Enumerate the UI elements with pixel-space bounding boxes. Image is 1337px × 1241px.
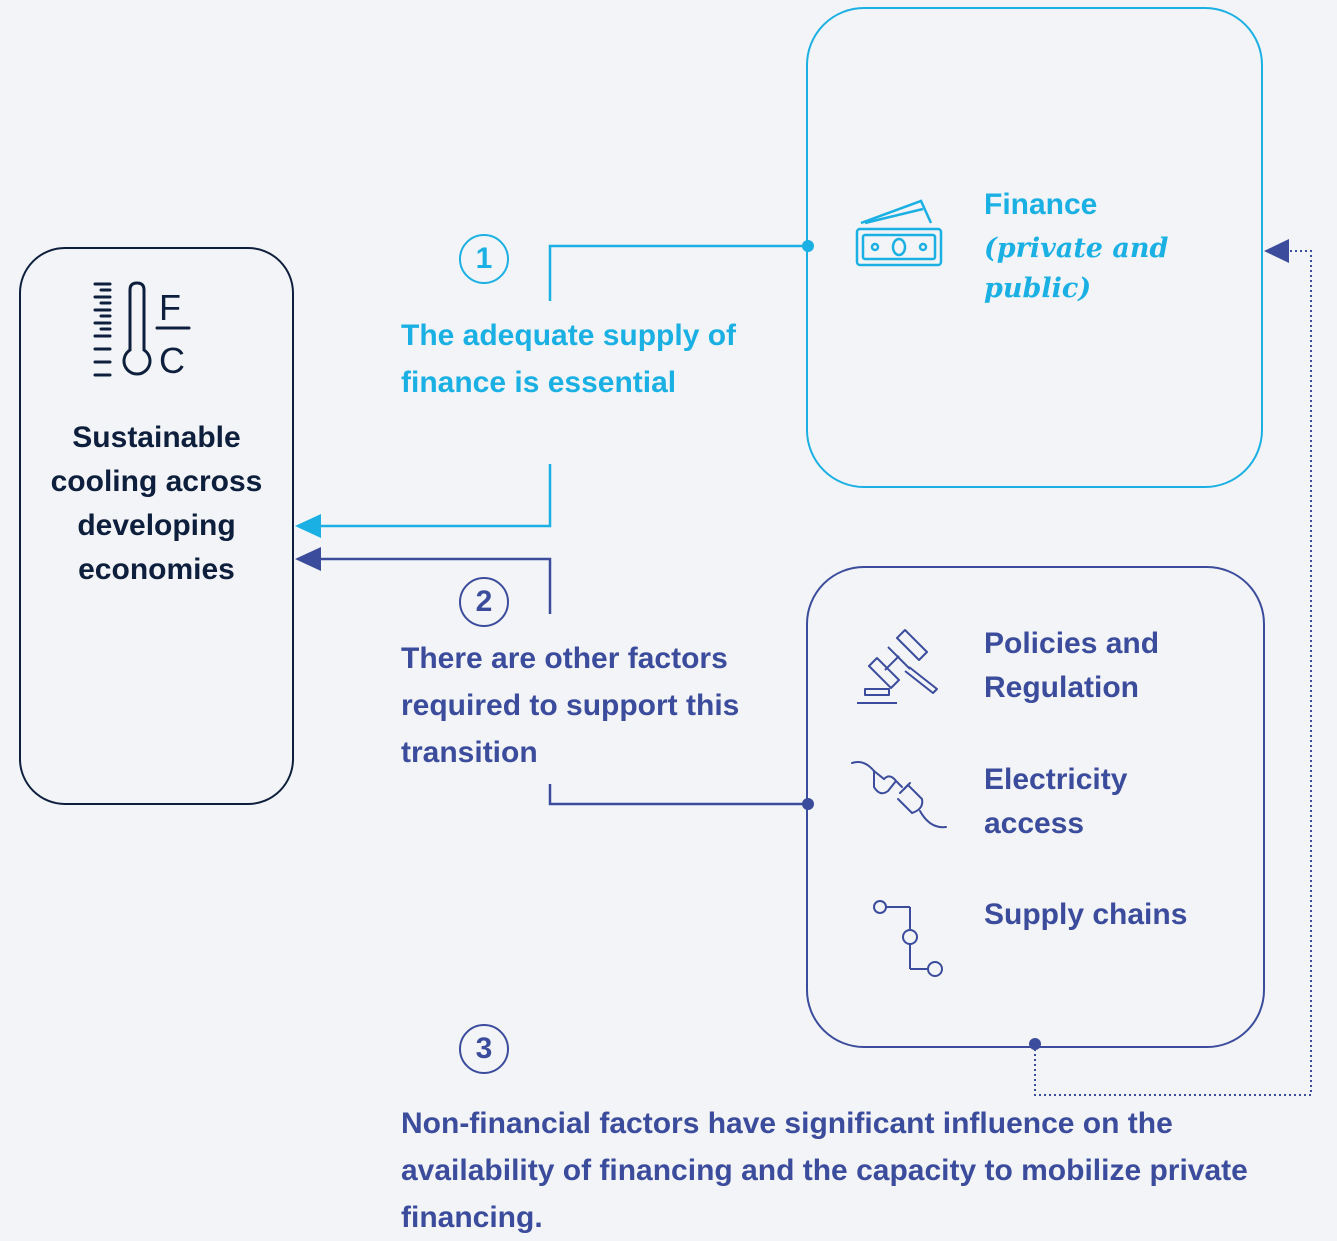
finance-subtitle: (private and public) <box>984 233 1169 304</box>
thermometer-fc-icon: F C <box>93 281 191 380</box>
nonfin-connector-top <box>320 557 552 614</box>
step-2-badge: 2 <box>459 577 509 627</box>
finance-arrowhead <box>295 514 321 538</box>
finance-connector-dot <box>802 240 814 252</box>
cooling-label: Sustainable cooling across developing ec… <box>50 421 263 586</box>
cooling-box <box>19 247 294 805</box>
gavel-icon <box>857 629 938 704</box>
plug-icon <box>851 761 947 829</box>
step-3-badge: 3 <box>459 1024 509 1074</box>
feedback-arrowhead <box>1264 239 1289 263</box>
feedback-dotted-line <box>1034 250 1312 1096</box>
electricity-label: Electricity access <box>984 763 1128 840</box>
nonfin-arrowhead <box>295 547 321 571</box>
finance-title: Finance <box>984 188 1098 221</box>
nonfin-connector-bottom <box>548 784 808 806</box>
banknotes-icon <box>855 199 943 267</box>
finance-connector-top <box>548 244 808 301</box>
finance-connector-bottom <box>320 464 552 528</box>
policies-label: Policies and Regulation <box>984 627 1160 704</box>
step-3-text: Non-financial factors have significant i… <box>401 1107 1248 1234</box>
nonfin-connector-dot <box>802 798 814 810</box>
thermometer-letter-c: C <box>159 340 185 380</box>
step-2-text: There are other factors required to supp… <box>401 642 740 769</box>
thermometer-letter-f: F <box>159 287 181 328</box>
supply-chain-icon <box>873 900 943 977</box>
step-1-text: The adequate supply of finance is essent… <box>401 319 737 399</box>
non-financial-box <box>806 566 1265 1048</box>
supply-chains-label: Supply chains <box>984 898 1188 931</box>
finance-box <box>806 7 1263 488</box>
step-1-badge: 1 <box>459 234 509 284</box>
